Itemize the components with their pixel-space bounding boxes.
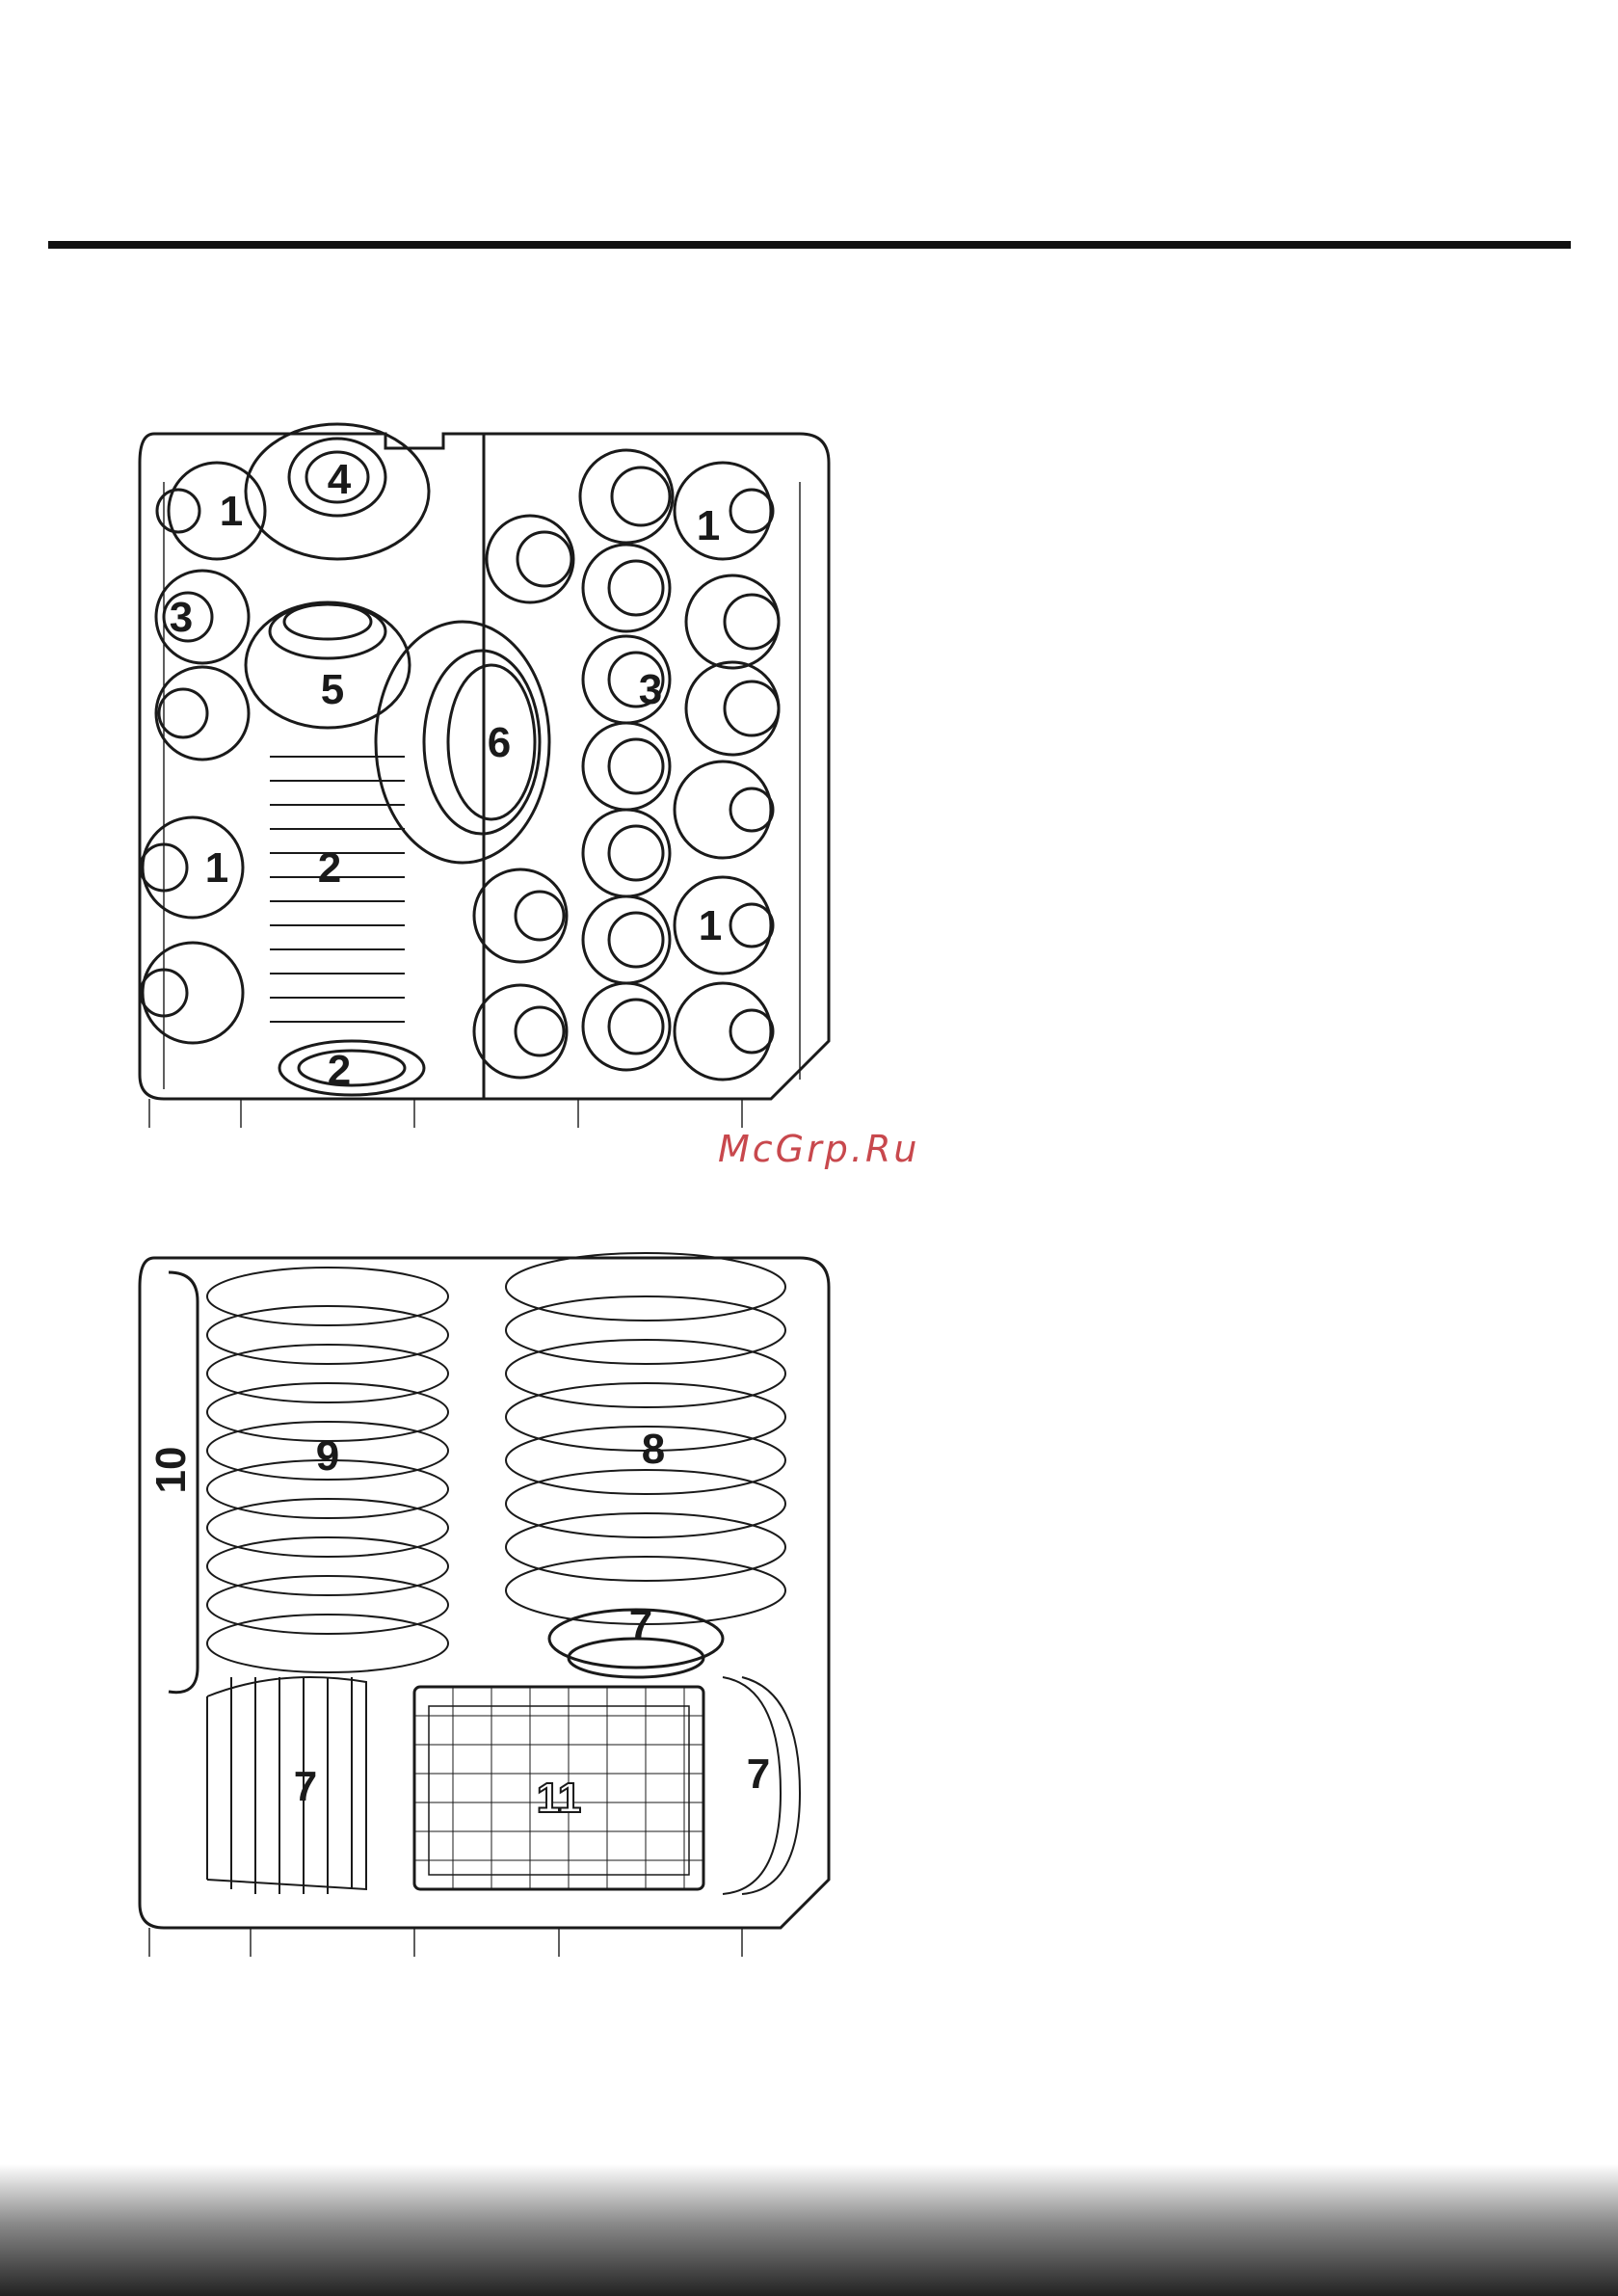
callout-1-c: 1 [205, 844, 228, 892]
callout-2-b: 2 [328, 1047, 351, 1094]
upper-rack-drawing: 1 4 1 3 5 3 6 1 2 1 2 [125, 424, 838, 1128]
footer-gradient-band [0, 2164, 1618, 2296]
upper-rack-figure: 1 4 1 3 5 3 6 1 2 1 2 [125, 424, 838, 1128]
callout-8: 8 [642, 1426, 665, 1473]
lower-rack-drawing: 10 9 8 7 7 11 7 [125, 1253, 838, 1957]
callout-1-d: 1 [699, 902, 722, 949]
lower-rack-figure: 10 9 8 7 7 11 7 [125, 1253, 838, 1957]
callout-11: 11 [537, 1775, 582, 1822]
callout-7-b: 7 [294, 1763, 317, 1810]
callout-1-b: 1 [697, 502, 720, 549]
callout-3-a: 3 [170, 594, 193, 641]
callout-4: 4 [328, 456, 352, 503]
callout-1-a: 1 [220, 488, 243, 535]
callout-2-a: 2 [318, 844, 341, 892]
callout-10: 10 [147, 1447, 195, 1494]
callout-7-a: 7 [629, 1601, 652, 1648]
callout-6: 6 [488, 719, 511, 766]
callout-3-b: 3 [639, 666, 662, 713]
header-rule [48, 241, 1571, 249]
watermark: McGrp.Ru [718, 1128, 919, 1170]
callout-9: 9 [316, 1432, 339, 1480]
callout-7-c: 7 [747, 1750, 770, 1798]
callout-5: 5 [321, 666, 344, 713]
